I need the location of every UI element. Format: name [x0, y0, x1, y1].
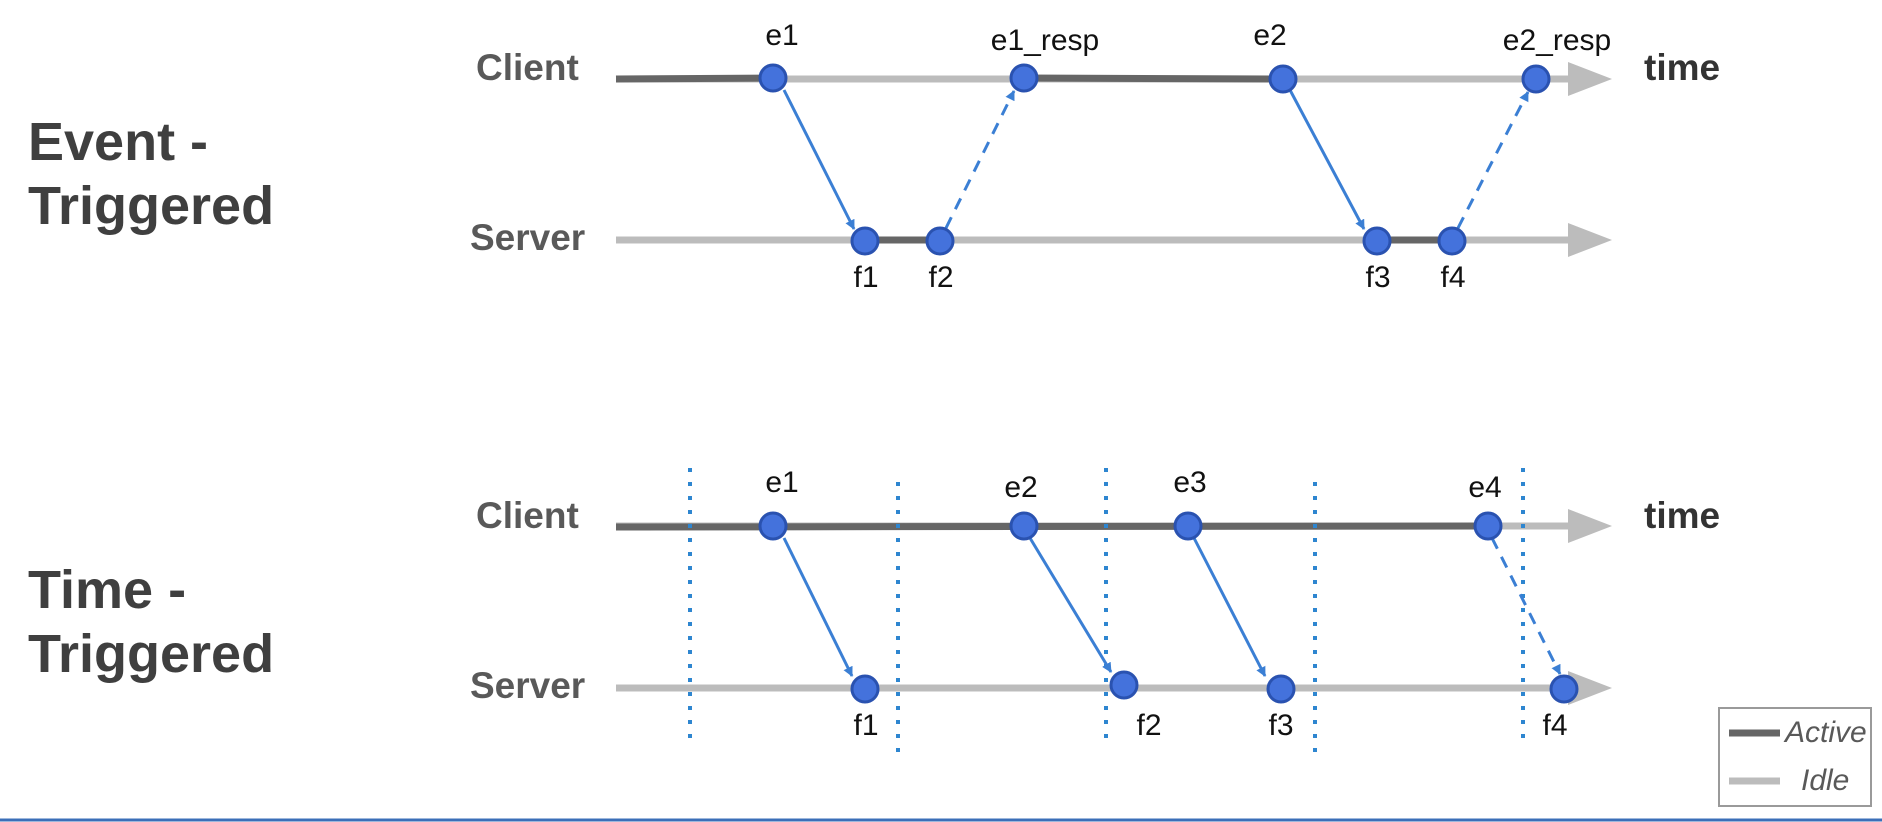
- client-time-arrowhead: [1568, 62, 1612, 96]
- server-node: [925, 226, 955, 256]
- client-active-segment: [615, 522, 1489, 531]
- request-arrow: [1192, 537, 1267, 677]
- server-node: [1362, 226, 1392, 256]
- node-label: e2: [1004, 471, 1037, 504]
- node-label: f3: [1365, 261, 1390, 294]
- node-label: e1: [765, 19, 798, 52]
- node-label: e3: [1173, 466, 1206, 499]
- period-markers: [688, 468, 1525, 752]
- node-label: f1: [853, 709, 878, 742]
- request-arrow: [1288, 89, 1366, 230]
- request-arrow: [782, 537, 854, 677]
- event-node: [1173, 511, 1203, 541]
- node-label: f1: [853, 261, 878, 294]
- event-node-labels: e1 e1_resp e2 e2_resp f1 f2 f3 f4: [765, 19, 1611, 294]
- panel-event-triggered: Event - Triggered Client Server time: [28, 19, 1720, 294]
- section-title-line-1: Event -: [28, 112, 208, 172]
- node-label: f2: [928, 261, 953, 294]
- lane-label-server: Server: [470, 217, 585, 258]
- event-node: [1009, 63, 1039, 93]
- panel-time-triggered: Time - Triggered Client Server time: [28, 466, 1720, 752]
- node-label: e1_resp: [991, 24, 1099, 57]
- section-title-line-2: Triggered: [28, 176, 274, 236]
- client-active-segment: [615, 74, 774, 83]
- event-links: [782, 89, 1530, 230]
- node-label: e2: [1253, 19, 1286, 52]
- event-lanes: [615, 62, 1612, 257]
- time-node-labels: e1 e2 e3 e4 f1 f2 f3 f4: [765, 466, 1567, 742]
- legend-label-active: Active: [1783, 716, 1867, 749]
- lane-label-server: Server: [470, 665, 585, 706]
- server-time-arrowhead: [1568, 223, 1612, 257]
- server-time-arrowhead: [1568, 671, 1612, 705]
- event-node: [758, 511, 788, 541]
- node-label: e2_resp: [1503, 24, 1611, 57]
- client-active-segment: [1023, 74, 1284, 83]
- event-node: [1009, 511, 1039, 541]
- time-nodes: [758, 511, 1579, 704]
- event-node: [1473, 511, 1503, 541]
- node-label: f2: [1136, 709, 1161, 742]
- event-node: [1521, 64, 1551, 94]
- server-node: [1549, 674, 1579, 704]
- section-title-line-2: Triggered: [28, 624, 274, 684]
- server-node: [1437, 226, 1467, 256]
- server-node: [1109, 670, 1139, 700]
- response-arrow: [944, 90, 1016, 229]
- server-node: [850, 674, 880, 704]
- server-node: [1266, 674, 1296, 704]
- client-time-arrowhead: [1568, 509, 1612, 543]
- section-title-line-1: Time -: [28, 560, 186, 620]
- time-links: [782, 537, 1562, 677]
- legend-box: [1718, 707, 1872, 807]
- event-node: [1268, 64, 1298, 94]
- legend-label-idle: Idle: [1801, 764, 1849, 797]
- node-label: e4: [1468, 471, 1501, 504]
- event-node: [758, 63, 788, 93]
- request-arrow: [782, 89, 856, 230]
- event-nodes: [758, 63, 1551, 256]
- lane-label-client: Client: [476, 47, 579, 88]
- request-arrow: [1490, 537, 1562, 675]
- node-label: f4: [1440, 261, 1465, 294]
- node-label: e1: [765, 466, 798, 499]
- server-node: [850, 226, 880, 256]
- time-axis-label: time: [1644, 495, 1720, 536]
- node-label: f4: [1542, 709, 1567, 742]
- response-arrow: [1456, 91, 1530, 229]
- time-axis-label: time: [1644, 47, 1720, 88]
- request-arrow: [1028, 537, 1113, 673]
- legend: Active Idle: [1718, 707, 1872, 807]
- node-label: f3: [1268, 709, 1293, 742]
- lane-label-client: Client: [476, 495, 579, 536]
